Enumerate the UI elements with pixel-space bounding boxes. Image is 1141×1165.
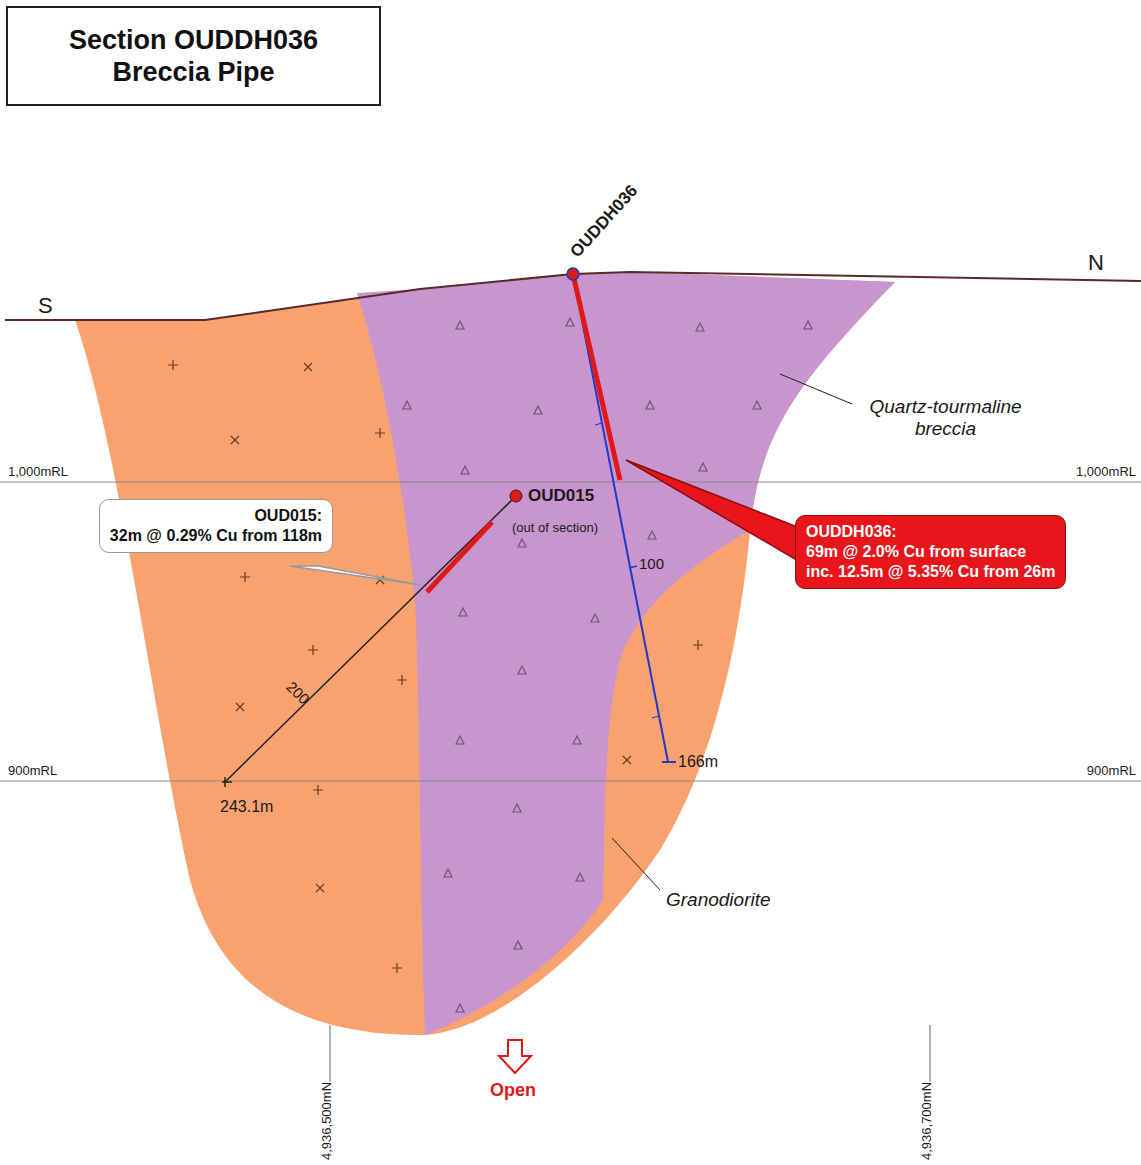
breccia-symbol — [646, 401, 654, 409]
breccia-symbol — [456, 321, 464, 329]
breccia-symbol — [459, 608, 467, 616]
open-arrow — [499, 1040, 531, 1073]
breccia-symbol — [461, 466, 469, 474]
granodiorite-symbol — [313, 785, 323, 795]
depth-label: 243.1m — [220, 798, 273, 816]
callout-pointer — [290, 566, 421, 585]
direction: S — [38, 293, 53, 318]
collar — [567, 268, 579, 280]
intercept — [573, 274, 620, 480]
assay-callout: OUDDH036:69m @ 2.0% Cu from surfaceinc. … — [795, 515, 1066, 589]
granodiorite-symbol — [308, 645, 318, 655]
breccia-symbol — [444, 869, 452, 877]
rl-line — [0, 781, 1141, 782]
unit-label: Quartz-tourmaline breccia — [858, 396, 1033, 440]
granodiorite-symbol — [375, 428, 385, 438]
breccia-symbol — [576, 873, 584, 881]
tick — [629, 566, 637, 568]
title: Section OUDDH036 Breccia Pipe — [44, 24, 344, 89]
direction: N — [1088, 250, 1104, 275]
granodiorite-symbol — [316, 884, 324, 892]
granodiorite-symbol — [392, 963, 402, 973]
unit-label: Granodiorite — [666, 889, 771, 911]
breccia-symbol — [699, 463, 707, 471]
breccia-symbol — [403, 401, 411, 409]
callout-text: 69m @ 2.0% Cu from surface — [806, 542, 1055, 562]
granodiorite-symbol — [236, 703, 244, 711]
northing-line — [929, 1025, 931, 1082]
callout-heading: OUD015: — [110, 506, 322, 526]
breccia-symbol — [648, 531, 656, 539]
rock-symbols — [168, 318, 812, 1012]
callout-text: inc. 12.5m @ 5.35% Cu from 26m — [806, 562, 1055, 582]
rl-line — [0, 482, 1141, 483]
breccia-symbol — [534, 406, 542, 414]
depth-mark: 200 — [283, 678, 313, 708]
breccia-symbol — [804, 321, 812, 329]
breccia-symbol — [518, 666, 526, 674]
granodiorite-symbol — [623, 756, 631, 764]
tick — [652, 716, 659, 718]
drillhole-label: OUD015 — [528, 486, 594, 506]
breccia-symbol — [518, 539, 526, 547]
granodiorite-symbol — [168, 360, 178, 370]
breccia-symbol — [456, 736, 464, 744]
drill-trace — [573, 274, 668, 762]
callout-text: 32m @ 0.29% Cu from 118m — [110, 526, 322, 546]
rl-label: 900mRL — [1087, 764, 1136, 779]
intercept — [427, 522, 492, 592]
granodiorite-body — [75, 272, 895, 1035]
northing-label: 4,936,700mN — [920, 1082, 935, 1160]
callout-heading: OUDDH036: — [806, 522, 1055, 542]
rl-label: 900mRL — [8, 764, 57, 779]
granodiorite-symbol — [397, 675, 407, 685]
breccia-body — [357, 272, 895, 1035]
northing-label: 4,936,500mN — [320, 1082, 335, 1160]
end-tick — [662, 761, 676, 763]
northing-line — [329, 1025, 331, 1082]
rl-label: 1,000mRL — [1076, 465, 1136, 480]
granodiorite-symbol — [693, 640, 703, 650]
note: (out of section) — [512, 521, 598, 536]
open-label: Open — [490, 1080, 536, 1101]
callout-pointer — [626, 460, 800, 562]
breccia-symbol — [591, 614, 599, 622]
drillhole-label: OUDDH036 — [566, 182, 641, 262]
tick — [595, 423, 602, 425]
collar — [510, 490, 522, 502]
breccia-symbol — [513, 804, 521, 812]
leader-line — [612, 838, 660, 890]
breccia-symbol — [573, 736, 581, 744]
end-tick — [222, 781, 232, 783]
breccia-symbol — [456, 1004, 464, 1012]
breccia-symbol — [696, 323, 704, 331]
breccia-symbol — [566, 318, 574, 326]
granodiorite-symbol — [231, 436, 239, 444]
depth-mark: 100 — [639, 555, 664, 572]
granodiorite-symbol — [240, 572, 250, 582]
title-box: Section OUDDH036 Breccia Pipe — [6, 6, 381, 106]
breccia-symbol — [514, 941, 522, 949]
depth-label: 166m — [678, 753, 718, 771]
assay-callout: OUD015:32m @ 0.29% Cu from 118m — [99, 499, 333, 553]
breccia-symbol — [753, 401, 761, 409]
granodiorite-symbol — [304, 363, 312, 371]
rl-label: 1,000mRL — [8, 465, 68, 480]
leader-line — [780, 374, 852, 404]
